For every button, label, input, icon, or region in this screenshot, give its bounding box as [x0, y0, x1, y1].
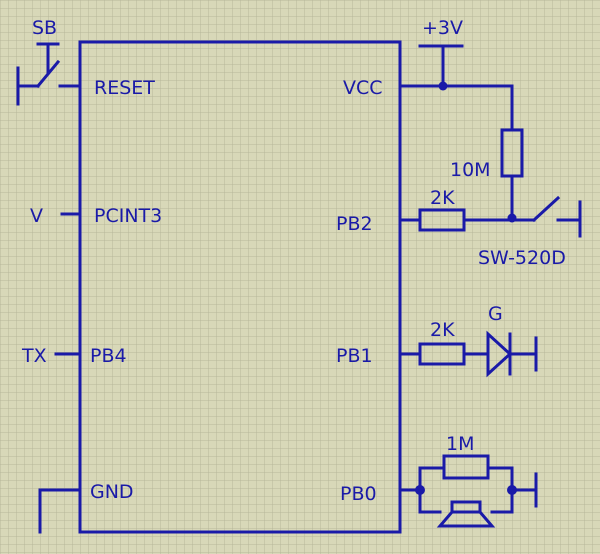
- pin-pb2-label: PB2: [336, 213, 373, 235]
- mcu-body: [78, 40, 402, 534]
- pb2-net: [398, 195, 582, 238]
- pin-pb1-label: PB1: [336, 345, 373, 367]
- resistor-1m-label: 1M: [446, 433, 474, 455]
- led-label: G: [488, 303, 503, 325]
- vcc-net: [398, 44, 514, 132]
- pin-reset-label: RESET: [94, 77, 155, 99]
- pin-pb4-label: PB4: [90, 345, 127, 367]
- net-v-label: V: [30, 205, 43, 227]
- switch-label: SB: [32, 17, 57, 39]
- supply-label: +3V: [422, 17, 463, 39]
- pb1-net: [398, 330, 538, 378]
- pin-gnd-label: GND: [90, 481, 134, 503]
- switch-sb: [16, 42, 82, 106]
- ground-left: [38, 488, 82, 534]
- pin-pb0-label: PB0: [340, 483, 377, 505]
- pb0-net: [398, 454, 538, 528]
- resistor-2k-pb2-label: 2K: [430, 187, 455, 209]
- resistor-10m-label: 10M: [450, 159, 491, 181]
- pin-vcc-label: VCC: [343, 77, 383, 99]
- pin-pcint3-label: PCINT3: [94, 205, 162, 227]
- resistor-2k-pb1-label: 2K: [430, 319, 455, 341]
- sensor-label: SW-520D: [478, 247, 566, 269]
- net-tx-label: TX: [21, 345, 47, 367]
